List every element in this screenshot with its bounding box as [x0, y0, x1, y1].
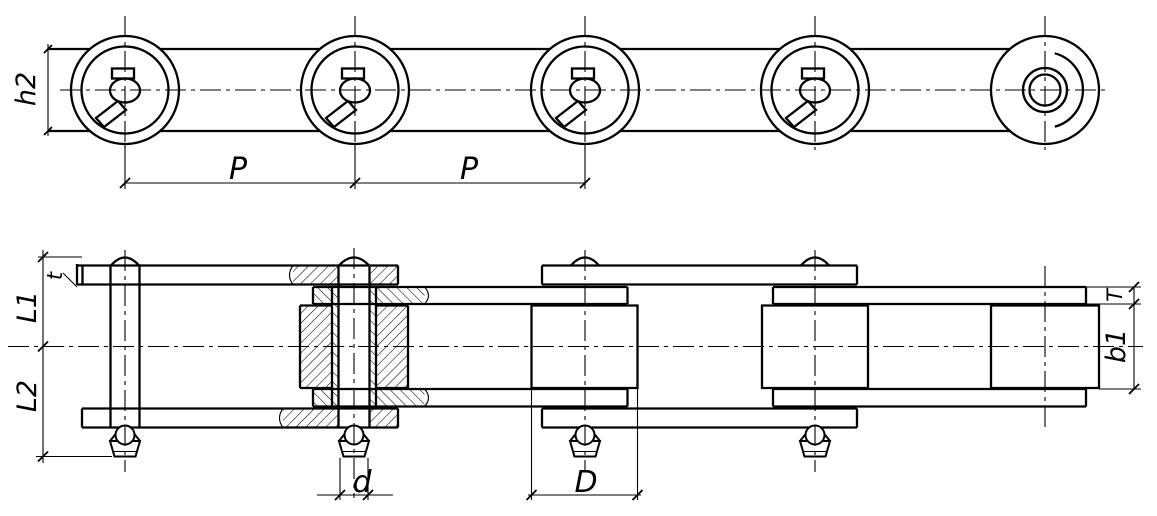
label-T: T — [1103, 287, 1127, 302]
roller-4 — [760, 304, 870, 390]
dimension-D: D — [525, 389, 644, 501]
roller-3 — [530, 304, 639, 390]
outer-link-2-plates — [540, 264, 859, 429]
link-plate-band — [48, 47, 1010, 133]
plan-centerlines — [8, 248, 1143, 498]
roller-5 — [989, 304, 1101, 390]
cotter-pin-elevation-1 — [94, 67, 142, 129]
label-t: t — [43, 271, 67, 280]
dimension-T-b1: T b1 — [1086, 281, 1141, 395]
dimension-h2: h2 — [11, 44, 53, 136]
plan-view: t L1 L2 d D T b1 — [8, 248, 1143, 501]
cotter-pin-elevation-2 — [324, 67, 372, 129]
cotter-pin-elevation-4 — [784, 67, 832, 129]
cotter-pin-plan-3 — [568, 424, 602, 458]
elevation-centerlines — [60, 16, 1110, 150]
dimension-d: d — [317, 458, 393, 501]
cotter-pin-plan-1 — [108, 424, 142, 458]
cotter-pin-elevation-3 — [554, 67, 602, 129]
label-d: d — [352, 465, 372, 500]
label-pitch-right: P — [460, 152, 479, 187]
label-L2: L2 — [12, 380, 43, 412]
dimension-t: t — [43, 271, 78, 288]
label-pitch-left: P — [229, 152, 248, 187]
label-L1: L1 — [12, 291, 43, 323]
dimension-L1-L2: L1 L2 — [12, 250, 112, 463]
outer-link-1-plates — [75, 264, 400, 429]
label-b1: b1 — [1101, 329, 1132, 363]
elevation-view: h2 P P — [11, 16, 1110, 189]
roller-circles — [69, 34, 871, 146]
cotter-pin-plan-2 — [337, 424, 371, 458]
label-h2: h2 — [11, 72, 42, 106]
inner-link-1-plates — [311, 285, 629, 408]
label-D: D — [574, 465, 597, 500]
dimension-pitch: P P — [119, 145, 591, 189]
inner-link-2-plates — [771, 285, 1088, 408]
